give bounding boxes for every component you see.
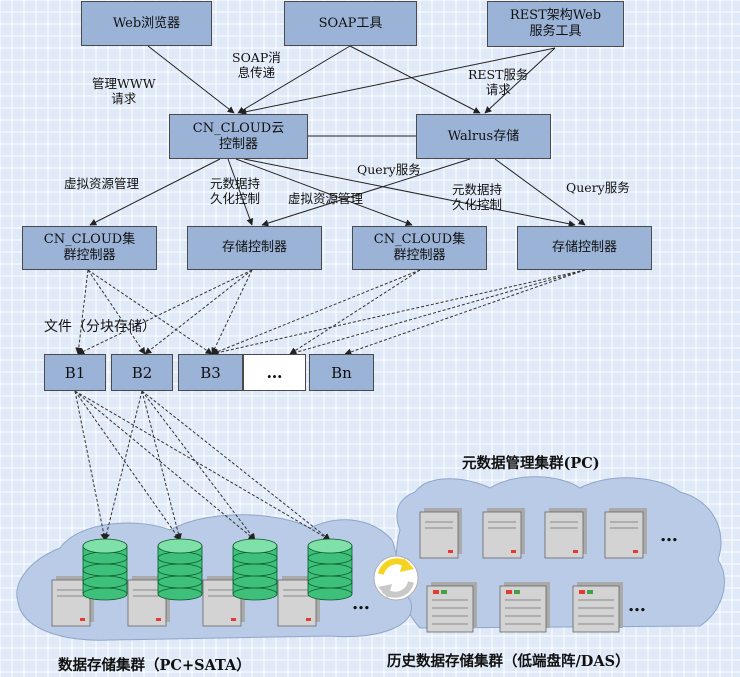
controller-block-edge — [289, 269, 586, 356]
rest-tool-label-line1: REST架构Web — [509, 8, 602, 23]
block-ellipsis-label: … — [266, 362, 283, 382]
block-b2: B2 — [111, 354, 173, 391]
block-disk-edge — [74, 390, 256, 541]
block-disk-edge — [141, 390, 182, 541]
controller-block-edge — [211, 269, 253, 355]
cluster-controller-1-label-line1: CN_CLOUD集 — [43, 232, 136, 247]
block-disk-edge — [74, 390, 181, 541]
walrus-node: Walrus存储 — [416, 114, 551, 159]
block-ellipsis: … — [243, 354, 306, 391]
metadata-ellipsis: … — [660, 525, 678, 546]
server-icon — [572, 582, 623, 633]
block-b3: B3 — [178, 354, 243, 391]
server-icon — [426, 582, 477, 633]
block-b1: B1 — [44, 354, 106, 391]
storage-controller-2-node: 存储控制器 — [517, 226, 652, 270]
block-bn-label: Bn — [331, 363, 352, 382]
server-icon — [544, 508, 587, 559]
cluster-controller-2-label-line1: CN_CLOUD集 — [373, 232, 466, 247]
controller-block-edge — [77, 269, 253, 355]
cluster-controller-1-label-line2: 群控制器 — [63, 248, 116, 263]
file-label: 文件（分块存储） — [44, 319, 156, 335]
metadata-persist-label-2: 元数据持久化控制 — [452, 182, 503, 212]
controller-block-edge — [289, 269, 421, 355]
metadata-persist-label-1: 元数据持久化控制 — [210, 176, 261, 206]
data-storage-ellipsis: … — [352, 593, 370, 614]
web-browser-node: Web浏览器 — [81, 1, 212, 46]
controller-block-edge — [87, 269, 213, 355]
web-browser-label: Web浏览器 — [112, 15, 181, 31]
disk-stack-icon — [157, 538, 203, 601]
middle-edges — [89, 158, 586, 228]
disk-stack-icon — [232, 538, 278, 601]
disk-stack-icon — [307, 538, 353, 601]
cluster-controller-2-label-line2: 群控制器 — [393, 248, 446, 263]
server-icon — [51, 576, 94, 627]
cluster-controller-2-node: CN_CLOUD集 群控制器 — [352, 226, 487, 270]
block-disk-edge — [74, 390, 331, 541]
virtual-resource-label-2: 虚拟资源管理 — [288, 191, 364, 206]
cloud-controller-label-line2: 控制器 — [218, 136, 258, 152]
metadata-cluster-label: 元数据管理集群(PC) — [462, 455, 600, 472]
walrus-label: Walrus存储 — [447, 128, 520, 144]
disk-stacks — [82, 538, 353, 601]
controller-block-edge — [211, 269, 421, 355]
soap-tool-label: SOAP工具 — [318, 15, 383, 31]
controller-block-edge — [344, 269, 586, 356]
cloud-controller-label-line1: CN_CLOUD云 — [192, 120, 285, 136]
cloud-controller-node: CN_CLOUD云 控制器 — [169, 114, 308, 159]
block-disk-edge — [74, 390, 108, 541]
server-icon — [419, 508, 462, 559]
block-disk-edges — [74, 390, 331, 541]
rest-tool-label-line2: 服务工具 — [529, 24, 582, 39]
controller-block-edges — [75, 269, 586, 357]
sync-icon — [373, 555, 419, 601]
query-service-label-2: Query服务 — [566, 180, 630, 195]
soap-message-label: SOAP消息传递 — [232, 50, 281, 80]
cluster-controller-1-node: CN_CLOUD集 群控制器 — [22, 226, 157, 270]
block-disk-edge — [103, 390, 143, 541]
query-service-label-1: Query服务 — [357, 162, 421, 177]
history-storage-cluster-label: 历史数据存储集群（低端盘阵/DAS） — [387, 653, 630, 670]
history-ellipsis: … — [628, 595, 646, 616]
block-b1-label: B1 — [64, 363, 86, 382]
controller-block-edge — [211, 269, 586, 357]
virtual-resource-label-1: 虚拟资源管理 — [64, 176, 140, 191]
controller-block-edge — [144, 269, 253, 355]
server-icon — [604, 508, 647, 559]
controller-block-edge — [75, 269, 89, 355]
storage-controller-1-node: 存储控制器 — [187, 226, 322, 270]
controller-block-edge — [87, 269, 146, 355]
server-icon — [499, 582, 550, 633]
soap-tool-node: SOAP工具 — [284, 1, 417, 46]
storage-controller-1-label: 存储控制器 — [221, 240, 287, 255]
block-bn: Bn — [309, 354, 374, 391]
block-disk-edge — [141, 390, 256, 541]
server-icon — [482, 508, 525, 559]
rest-service-label: REST服务请求 — [468, 67, 529, 97]
block-b2-label: B2 — [131, 363, 153, 382]
block-b3-label: B3 — [200, 363, 221, 382]
rest-tool-node: REST架构Web 服务工具 — [487, 1, 624, 47]
top-edges — [147, 45, 556, 137]
disk-stack-icon — [82, 538, 128, 601]
servers — [51, 508, 647, 633]
data-storage-cluster-label: 数据存储集群（PC+SATA） — [58, 657, 251, 674]
storage-controller-2-label: 存储控制器 — [551, 240, 617, 255]
